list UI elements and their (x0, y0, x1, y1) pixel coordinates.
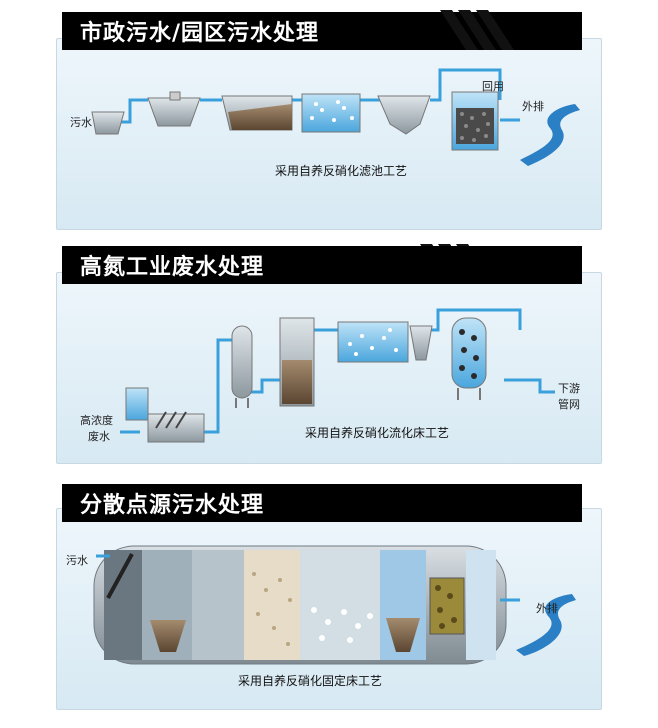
section-decentralized-title: 分散点源污水处理 (80, 493, 265, 518)
industrial-inlet-label-2: 废水 (88, 430, 110, 443)
municipal-caption: 采用自养反硝化滤池工艺 (275, 164, 408, 178)
decentralized-caption: 采用自养反硝化固定床工艺 (238, 674, 383, 688)
compartment-3 (192, 550, 244, 660)
river-2 (516, 594, 576, 656)
compartment-5 (300, 550, 380, 660)
section-decentralized-header: 分散点源污水处理 (62, 484, 582, 522)
municipal-outlet-label: 外排 (522, 100, 544, 113)
aeration-basin (337, 321, 409, 363)
municipal-recycle-label: 回用 (482, 80, 504, 93)
section-municipal-panel (56, 38, 602, 230)
industrial-caption: 采用自养反硝化流化床工艺 (305, 426, 450, 440)
pretreatment-tank (125, 387, 149, 421)
section-industrial-title: 高氮工业废水处理 (80, 255, 265, 280)
stripping-column (231, 325, 253, 399)
municipal-inlet-label: 污水 (70, 116, 92, 129)
fixed-bed-media (429, 577, 465, 635)
industrial-outlet-label-2: 管网 (558, 398, 580, 411)
grit-chamber (91, 111, 125, 135)
industrial-inlet-label-1: 高浓度 (80, 414, 113, 427)
section-industrial-panel (56, 272, 602, 464)
industrial-pipe (120, 308, 555, 434)
industrial-outlet-label-1: 下游 (558, 382, 580, 395)
compartment-7 (466, 550, 496, 660)
decentralized-inlet-label: 污水 (66, 554, 88, 567)
river (520, 104, 580, 166)
section-industrial-header: 高氮工业废水处理 (62, 246, 582, 284)
decentralized-outlet-label: 外排 (536, 602, 558, 615)
secondary-clarifier (377, 95, 431, 135)
compartment-4 (244, 550, 300, 660)
settler (409, 325, 433, 361)
aeration-tank (301, 93, 361, 133)
municipal-pipe (120, 68, 520, 124)
section-municipal-title: 市政污水/园区污水处理 (80, 21, 320, 46)
primary-clarifier (147, 97, 201, 127)
